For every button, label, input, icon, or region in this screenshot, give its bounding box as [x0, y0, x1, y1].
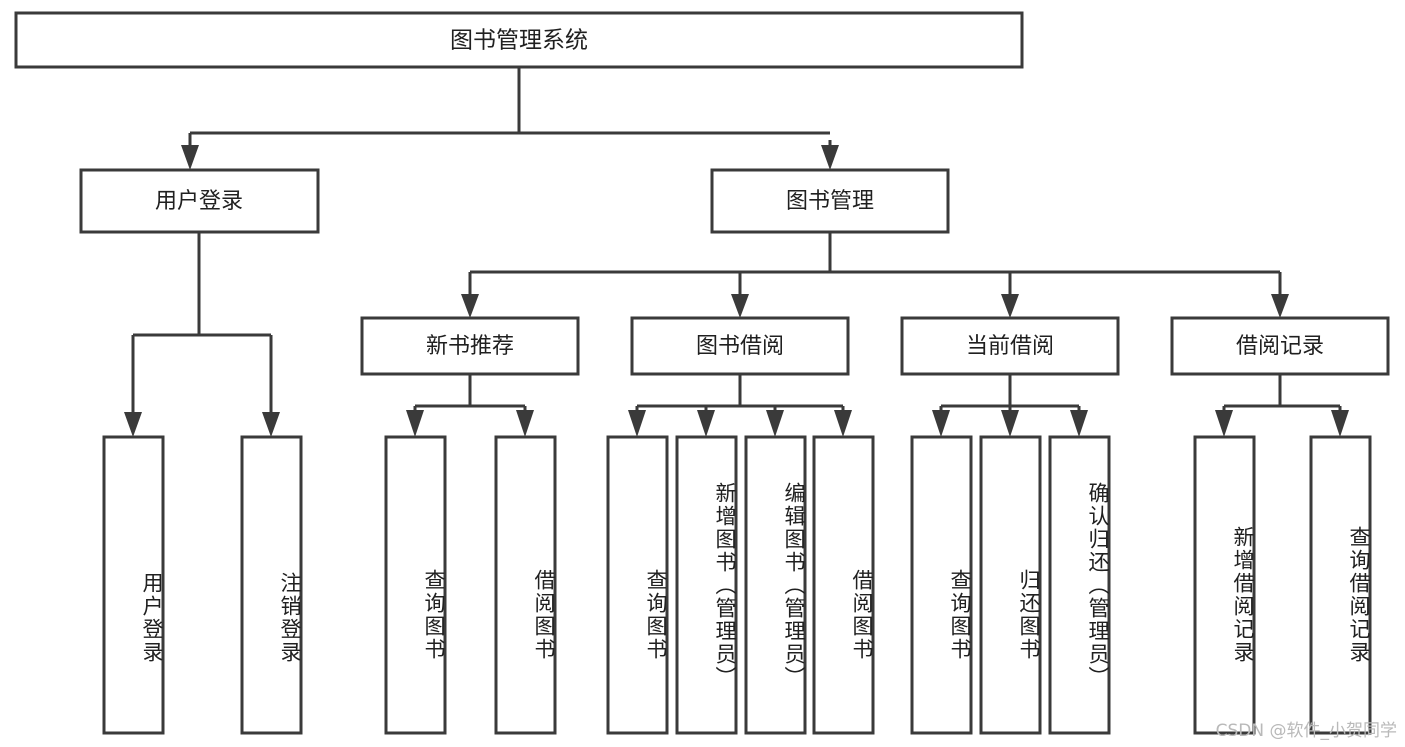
connector-book-manage-to-level3 [461, 232, 1289, 318]
leaf-edit-book-box[interactable] [744, 435, 807, 735]
csdn-watermark: CSDN @软件_小贺同学 [1215, 721, 1397, 741]
connector-new-book-recommend-to-leaves [406, 374, 534, 437]
node-root-label: 图书管理系统 [450, 28, 588, 54]
leaf-query-book-3-box[interactable] [910, 435, 973, 735]
node-book-borrow-label: 图书借阅 [696, 334, 784, 359]
leaf-query-book-2-box[interactable] [606, 435, 669, 735]
node-borrow-record-label: 借阅记录 [1236, 334, 1324, 359]
node-user-login[interactable]: 用户登录 [79, 168, 320, 234]
node-book-borrow-box [630, 316, 850, 376]
node-borrow-record-box [1170, 316, 1390, 376]
leaf-add-record-box[interactable] [1193, 435, 1256, 735]
leaf-user-logout-box[interactable] [240, 435, 303, 735]
node-book-borrow[interactable]: 图书借阅 [630, 316, 850, 376]
connector-root-to-level2 [181, 67, 1282, 170]
leaf-user-login-box[interactable] [102, 435, 165, 735]
node-new-book-recommend-label: 新书推荐 [426, 334, 514, 359]
node-book-manage[interactable]: 图书管理 [710, 168, 950, 234]
leaf-borrow-book-2-box[interactable] [812, 435, 875, 735]
leaf-add-book-box[interactable] [675, 435, 738, 735]
connector-user-login-to-leaves [124, 232, 280, 437]
node-book-manage-label: 图书管理 [786, 189, 874, 214]
node-root[interactable]: 图书管理系统 [14, 11, 1024, 69]
node-new-book-recommend-box [360, 316, 580, 376]
leaf-return-book-box[interactable] [979, 435, 1042, 735]
node-current-borrow-label: 当前借阅 [966, 334, 1054, 359]
connector-borrow-record-to-leaves [1215, 374, 1349, 437]
node-root-box [14, 11, 1024, 69]
leaf-query-record-box[interactable] [1309, 435, 1372, 735]
leaf-query-book-1-box[interactable] [384, 435, 447, 735]
node-user-login-label: 用户登录 [155, 189, 243, 214]
leaf-confirm-return-box[interactable] [1048, 435, 1111, 735]
connector-current-borrow-to-leaves [932, 374, 1088, 437]
leaf-boxes [102, 435, 1372, 735]
connector-book-borrow-to-leaves [628, 374, 852, 437]
node-borrow-record[interactable]: 借阅记录 [1170, 316, 1390, 376]
node-user-login-box [79, 168, 320, 234]
node-new-book-recommend[interactable]: 新书推荐 [360, 316, 580, 376]
node-current-borrow[interactable]: 当前借阅 [900, 316, 1120, 376]
leaf-borrow-book-1-box[interactable] [494, 435, 557, 735]
